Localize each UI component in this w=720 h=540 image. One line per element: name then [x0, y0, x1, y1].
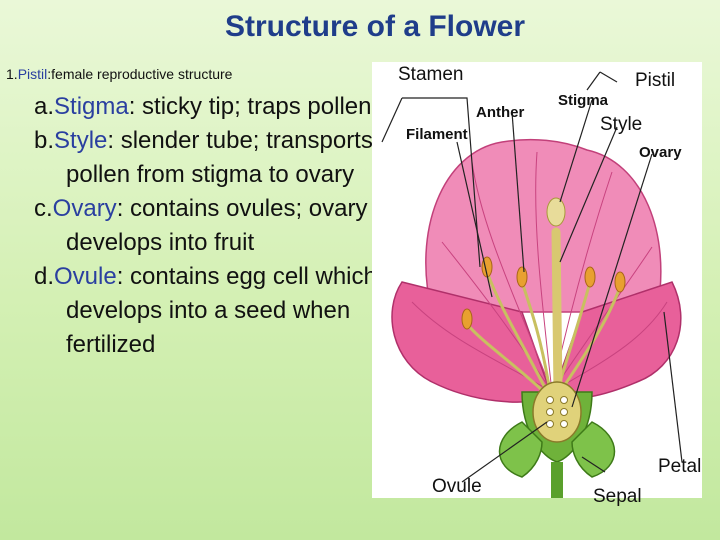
- label-pistil: Pistil: [635, 70, 676, 91]
- item-text: : contains egg cell which develops into …: [66, 263, 377, 358]
- label-ovule: Ovule: [432, 476, 482, 497]
- pistil-parts-list: a.Stigma: sticky tip; traps pollen b.Sty…: [34, 90, 379, 362]
- label-anther: Anther: [476, 104, 525, 121]
- label-sepal: Sepal: [593, 486, 642, 507]
- list-item: b.Style: slender tube; transports pollen…: [34, 124, 379, 192]
- item-marker: b.: [34, 127, 55, 154]
- list-item: d.Ovule: contains egg cell which develop…: [34, 260, 379, 362]
- intro-term: Pistil: [17, 66, 48, 82]
- item-term: Ovule: [54, 263, 117, 290]
- ovary: [532, 381, 582, 443]
- list-item: c.Ovary: contains ovules; ovary develops…: [34, 192, 379, 260]
- label-petal: Petal: [658, 456, 702, 477]
- ovules: [546, 396, 568, 428]
- item-term: Style: [54, 127, 108, 154]
- item-text: : sticky tip; traps pollen: [128, 93, 372, 120]
- list-item: a.Stigma: sticky tip; traps pollen: [34, 90, 379, 124]
- label-ovary: Ovary: [639, 144, 682, 161]
- item-text: : slender tube; transports pollen from s…: [66, 127, 373, 188]
- anthers: [461, 256, 626, 330]
- flower-illustration: [381, 71, 683, 498]
- item-marker: a.: [34, 93, 55, 120]
- label-stamen: Stamen: [398, 64, 464, 85]
- item-term: Ovary: [52, 195, 117, 222]
- slide-title: Structure of a Flower: [224, 10, 526, 43]
- filaments: [465, 271, 622, 394]
- intro-number: 1.: [6, 66, 18, 82]
- style: [551, 227, 563, 397]
- item-marker: d.: [34, 263, 55, 290]
- leader-lines: [381, 71, 683, 483]
- stigma: [546, 197, 566, 227]
- label-filament: Filament: [406, 126, 468, 143]
- label-style: Style: [600, 114, 643, 135]
- label-stigma: Stigma: [558, 92, 609, 109]
- intro-text: :female reproductive structure: [47, 66, 233, 82]
- flower-diagram: Stamen Anther Filament Pistil Stigma Sty…: [372, 62, 702, 507]
- item-text: : contains ovules; ovary develops into f…: [66, 195, 368, 256]
- pistil-intro: 1.Pistil:female reproductive structure: [6, 66, 232, 82]
- item-term: Stigma: [54, 93, 129, 120]
- item-marker: c.: [34, 195, 53, 222]
- sepal-left: [498, 421, 543, 478]
- sepal-right: [571, 421, 616, 478]
